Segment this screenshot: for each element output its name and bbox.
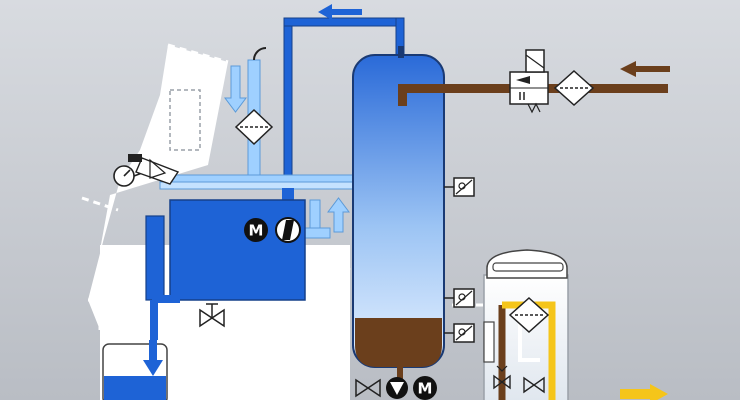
filter-icon xyxy=(553,69,595,107)
flow-arrow-left-icon xyxy=(620,61,670,77)
tank-drain-hand-valve-icon xyxy=(199,303,225,328)
motor-icon: M xyxy=(244,218,268,242)
level-sensor-icon xyxy=(444,323,475,343)
level-sensor-icon xyxy=(444,177,475,197)
inlet-valve-icon xyxy=(128,154,180,185)
collection-bucket xyxy=(102,343,168,400)
filter-icon xyxy=(234,108,274,146)
motor-icon: M xyxy=(413,376,437,400)
flow-arrow-left-icon xyxy=(318,4,362,20)
pump-icon xyxy=(386,377,408,399)
column-drain-motor-label: M xyxy=(418,380,433,398)
solenoid-valve-icon xyxy=(509,49,549,114)
flow-arrow-right-icon xyxy=(620,384,668,400)
tank-pump-motor-label: M xyxy=(249,222,264,240)
level-sensor-icon xyxy=(444,288,475,308)
flow-arrow-down-icon xyxy=(224,65,247,113)
flow-arrow-up-icon xyxy=(327,197,350,233)
blue-tank xyxy=(145,199,306,340)
column-drain xyxy=(397,367,403,381)
pump-icon xyxy=(275,217,301,243)
distillation-column xyxy=(352,46,445,368)
gray-inner-panel xyxy=(169,89,201,151)
vessel-piping xyxy=(498,301,556,400)
column-drain-hand-valve-icon xyxy=(355,378,381,398)
vessel-hand-valve-icon xyxy=(523,376,545,394)
vessel-hand-valve-icon xyxy=(493,365,511,390)
filter-icon xyxy=(508,296,550,334)
flow-arrow-down-icon xyxy=(143,340,163,376)
